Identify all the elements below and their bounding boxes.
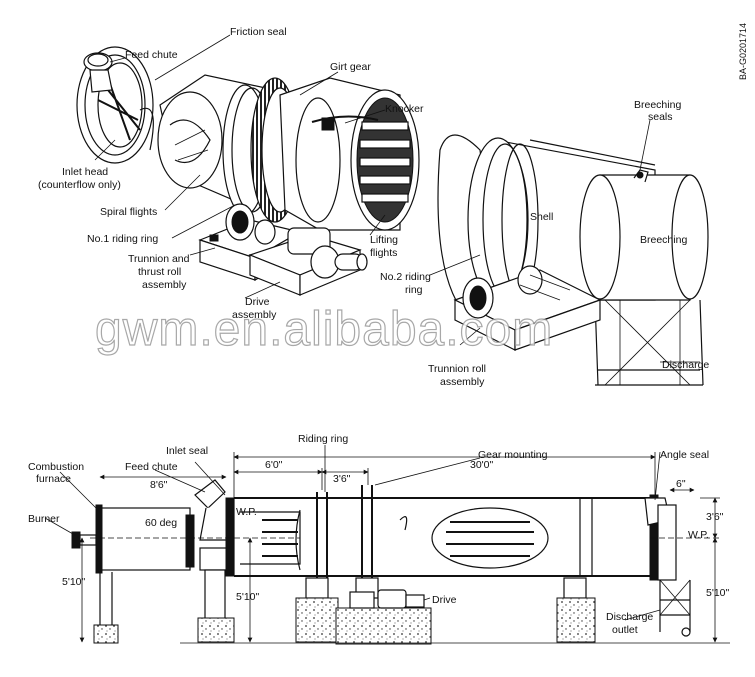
label-drive-assembly-2: assembly xyxy=(232,309,277,321)
label-combustion-1: Combustion xyxy=(28,461,84,473)
burner xyxy=(71,531,97,549)
label-trunnion-thrust-2: thrust roll xyxy=(138,266,181,278)
dim-3-6-right: 3'6" xyxy=(706,511,724,523)
label-shell: Shell xyxy=(530,211,553,223)
label-combustion-2: furnace xyxy=(36,473,71,485)
label-trunnion-roll-2: assembly xyxy=(440,376,485,388)
label-gear-mounting: Gear mounting xyxy=(478,449,548,461)
dimension-lines xyxy=(79,452,720,643)
labels: BA-G0201714 Friction seal Feed chute Gir… xyxy=(28,23,748,636)
kiln-shell xyxy=(233,485,650,590)
top-leaders xyxy=(94,34,700,363)
feed-chute xyxy=(194,479,235,643)
label-inlet-seal: Inlet seal xyxy=(166,445,208,457)
label-discharge-2: outlet xyxy=(612,624,638,636)
label-girt-gear: Girt gear xyxy=(330,61,371,73)
angle-seal xyxy=(644,494,677,581)
support-piers xyxy=(180,577,730,645)
dim-8-6: 8'6" xyxy=(150,479,168,491)
front-shell xyxy=(279,77,420,231)
combustion-furnace xyxy=(93,504,195,644)
label-trunnion-thrust-1: Trunnion and xyxy=(128,253,190,265)
label-friction-seal: Friction seal xyxy=(230,26,287,38)
label-trunnion-thrust-3: assembly xyxy=(142,279,187,291)
trunnion-roll-assembly xyxy=(453,265,602,351)
label-breeching-seals-2: seals xyxy=(648,111,673,123)
inlet-seal xyxy=(225,497,235,577)
dim-5-10-mid: 5'10" xyxy=(236,591,260,603)
label-angle: 60 deg xyxy=(145,517,177,529)
label-drive-assembly-1: Drive xyxy=(245,296,270,308)
breeching xyxy=(579,169,709,301)
inlet-head xyxy=(76,46,154,164)
label-angle-seal: Angle seal xyxy=(660,449,709,461)
label-wp-left: W.P. xyxy=(236,506,257,518)
exploded-view xyxy=(76,34,709,386)
dim-6-0: 6'0" xyxy=(265,459,283,471)
label-burner: Burner xyxy=(28,513,60,525)
label-discharge: Discharge xyxy=(662,359,709,371)
label-feed-chute-top: Feed chute xyxy=(125,49,178,61)
dim-30-0: 30'0" xyxy=(470,459,494,471)
label-breeching-seals-1: Breeching xyxy=(634,99,681,111)
bottom-leaders xyxy=(44,445,661,621)
dim-6-in: 6" xyxy=(676,478,686,490)
label-riding-ring-2a: No.2 riding xyxy=(380,271,431,283)
label-discharge-1: Discharge xyxy=(606,611,653,623)
dim-5-10-left: 5'10" xyxy=(62,576,86,588)
label-breeching: Breeching xyxy=(640,234,687,246)
breeching-stand xyxy=(594,299,704,386)
dim-3-6: 3'6" xyxy=(333,473,351,485)
watermark: gwm.en.alibaba.com xyxy=(95,303,553,356)
label-spiral-flights: Spiral flights xyxy=(100,206,157,218)
dim-5-10-right: 5'10" xyxy=(706,587,730,599)
label-lifting-flights-1: Lifting xyxy=(370,234,398,246)
drive-unit xyxy=(349,589,425,609)
label-riding-ring-1: No.1 riding ring xyxy=(87,233,158,245)
discharge-outlet xyxy=(659,579,691,637)
label-trunnion-roll-1: Trunnion roll xyxy=(428,363,486,375)
label-inlet-head-2: (counterflow only) xyxy=(38,179,121,191)
drive-assembly xyxy=(248,227,368,296)
elevation-view xyxy=(44,445,730,645)
label-knocker: Knocker xyxy=(385,103,424,115)
label-riding-ring-2b: ring xyxy=(405,284,423,296)
label-wp-right: W.P. xyxy=(688,529,709,541)
label-drive: Drive xyxy=(432,594,457,606)
figure-code: BA-G0201714 xyxy=(738,23,748,80)
label-riding-ring: Riding ring xyxy=(298,433,348,445)
label-lifting-flights-2: flights xyxy=(370,247,397,259)
label-feed-chute-bottom: Feed chute xyxy=(125,461,178,473)
label-inlet-head-1: Inlet head xyxy=(62,166,108,178)
